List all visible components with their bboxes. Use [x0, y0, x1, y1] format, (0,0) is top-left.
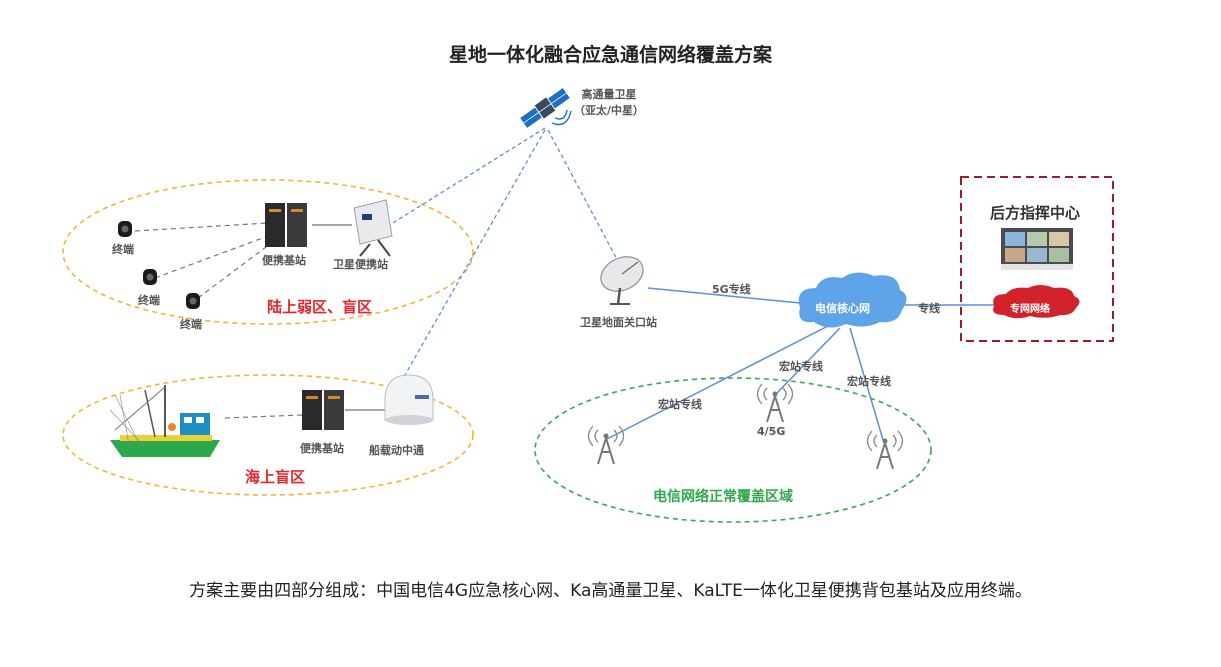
- land-zone-ellipse: [62, 179, 474, 325]
- land-sat-station-label: 卫星便携站: [333, 258, 388, 271]
- cloud-icon: [798, 272, 907, 328]
- camera-terminal-icon: [118, 221, 132, 237]
- sat-link-land: [387, 127, 546, 227]
- satellite-signal-icon: [551, 109, 572, 126]
- cell-tower-icon: [866, 430, 904, 470]
- diagram-title: 星地一体化融合应急通信网络覆盖方案: [448, 44, 772, 66]
- core-net-label: 电信核心网: [815, 302, 870, 315]
- land-base-station-label: 便携基站: [262, 254, 306, 267]
- sat-dish-portable-icon: [353, 199, 393, 257]
- telecom-zone-ellipse: [534, 377, 932, 523]
- terminal-label-2: 终端: [138, 294, 160, 307]
- satellite-icon: [520, 88, 570, 128]
- sea-zone-ellipse: [62, 374, 474, 496]
- macro-link-label-2: 宏站专线: [779, 360, 823, 373]
- tower-label: 4/5G: [757, 425, 786, 438]
- ground-dish-icon: [600, 256, 644, 305]
- cell-tower-icon: [587, 425, 625, 465]
- land-zone-title: 陆上弱区、盲区: [267, 298, 373, 316]
- telecom-zone-title: 电信网络正常覆盖区域: [653, 489, 793, 505]
- base-station-icon: [302, 390, 344, 430]
- command-center-title: 后方指挥中心: [990, 204, 1081, 222]
- satellite-label-line1: 高通量卫星: [581, 88, 637, 101]
- macro-link-2: [774, 327, 841, 396]
- fishing-boat-icon: [109, 385, 220, 457]
- command-center-box: [960, 176, 1114, 342]
- terminal-link-1: [134, 222, 269, 232]
- macro-link-3: [849, 327, 884, 441]
- terminal-label-1: 终端: [112, 243, 134, 256]
- terminal-label-3: 终端: [180, 318, 202, 331]
- satellite-label-line2: （亚太/中星）: [574, 104, 645, 117]
- sat-link-gateway: [547, 129, 621, 266]
- sea-base-station-label: 便携基站: [300, 442, 344, 455]
- terminal-link-3: [197, 243, 271, 299]
- link-5g-label: 5G专线: [712, 283, 751, 296]
- ship-terminal-label: 船载动中通: [369, 444, 424, 457]
- sat-link-sea: [404, 129, 546, 376]
- macro-link-label-1: 宏站专线: [658, 398, 702, 411]
- link-5g-line: [647, 287, 801, 304]
- gateway-label: 卫星地面关口站: [580, 316, 657, 329]
- caption-text: 方案主要由四部分组成：中国电信4G应急核心网、Ka高通量卫星、KaLTE一体化卫…: [189, 581, 1032, 601]
- private-net-label: 专网网络: [1010, 304, 1050, 315]
- cell-tower-icon: [756, 383, 794, 423]
- base-station-icon: [265, 203, 307, 247]
- radome-icon: [384, 374, 434, 425]
- camera-terminal-icon: [186, 293, 200, 309]
- macro-link-1: [604, 324, 831, 441]
- satellite-label: 高通量卫星 （亚太/中星）: [574, 86, 644, 118]
- cloud-icon: [993, 285, 1080, 319]
- camera-terminal-icon: [143, 269, 157, 285]
- terminal-link-2: [154, 235, 269, 279]
- link-dedicated-label: 专线: [918, 302, 940, 315]
- macro-link-label-3: 宏站专线: [847, 375, 891, 388]
- video-wall-icon: [1001, 228, 1073, 270]
- boat-to-base-link: [224, 414, 303, 419]
- sea-zone-title: 海上盲区: [245, 468, 306, 486]
